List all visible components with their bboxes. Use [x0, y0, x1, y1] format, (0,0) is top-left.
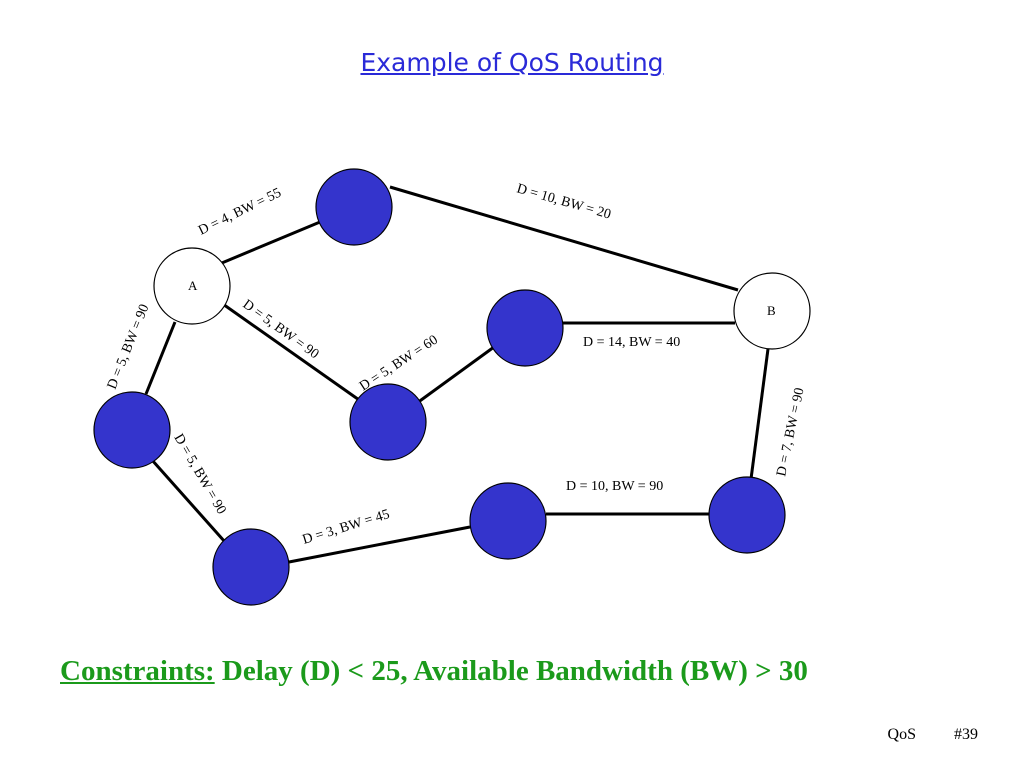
slide-number: #39 — [954, 726, 978, 743]
constraints-label: Constraints: — [60, 655, 215, 687]
edge-n4-n5 — [150, 459, 227, 543]
constraints-text: Delay (D) < 25, Available Bandwidth (BW)… — [214, 655, 808, 687]
edge-a-n4 — [144, 321, 177, 395]
edge-label-b-n7: D = 7, BW = 90 — [774, 386, 807, 477]
edge-n3-n2 — [416, 345, 495, 405]
edge-a-n3 — [219, 300, 363, 404]
edge-label-a-n4: D = 5, BW = 90 — [105, 302, 153, 391]
node-a-label: A — [188, 278, 198, 293]
edge-b-n7 — [749, 348, 770, 480]
node-b — [733, 272, 811, 350]
edge-n5-n6 — [288, 525, 471, 564]
node-n3 — [349, 383, 427, 461]
node-n5 — [212, 528, 290, 606]
edge-label-n2-b: D = 14, BW = 40 — [583, 335, 680, 350]
node-n1 — [315, 168, 393, 246]
slide-title: Example of QoS Routing — [360, 48, 664, 77]
edge-label-n6-n7: D = 10, BW = 90 — [566, 479, 663, 494]
edge-label-a-n1: D = 4, BW = 55 — [196, 186, 284, 239]
node-n7 — [708, 476, 786, 554]
node-a — [153, 247, 231, 325]
node-n4 — [93, 391, 171, 469]
edge-a-n1 — [216, 220, 321, 267]
edge-label-n1-b: D = 10, BW = 20 — [515, 181, 613, 222]
edge-label-a-n3: D = 5, BW = 90 — [240, 297, 322, 362]
node-n2 — [486, 289, 564, 367]
node-n6 — [469, 482, 547, 560]
edge-n1-b — [389, 185, 739, 292]
edge-label-n4-n5: D = 5, BW = 90 — [171, 432, 229, 518]
node-b-label: B — [767, 303, 776, 318]
slide-footer: QoS #39 — [888, 726, 978, 744]
constraints-statement: Constraints: Delay (D) < 25, Available B… — [60, 655, 1000, 688]
edge-label-n5-n6: D = 3, BW = 45 — [301, 507, 392, 548]
footer-section: QoS — [887, 726, 916, 743]
